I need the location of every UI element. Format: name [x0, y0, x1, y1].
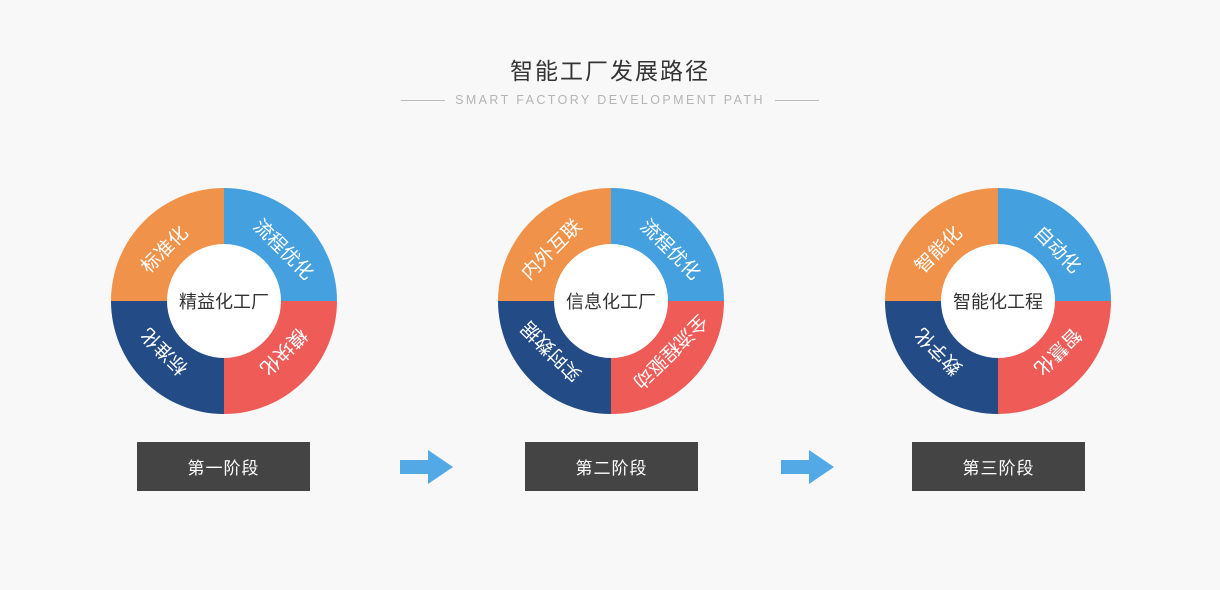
- stage-3-ring-chart: 智能化工程 智能化 自动化 智慧化 数字化: [885, 188, 1111, 414]
- stage-3-center-label: 智能化工程: [953, 292, 1043, 313]
- subtitle-divider-left: [401, 99, 446, 101]
- stage-1-button[interactable]: 第一阶段: [137, 442, 310, 491]
- stage-3-center-circle: [941, 244, 1055, 358]
- subtitle-row: SMART FACTORY DEVELOPMENT PATH: [0, 93, 1220, 107]
- stage-2-ring-chart: 信息化工厂 内外互联 流程优化 全流程驱动 实时数据: [498, 188, 724, 414]
- stage-1-center-label: 精益化工厂: [179, 292, 269, 313]
- stage-1-ring-chart: 精益化工厂 标准化 流程优化 模块化 标准化: [111, 188, 337, 414]
- page-title: 智能工厂发展路径: [510, 59, 710, 85]
- stage-1-center-circle: [167, 244, 281, 358]
- stage-2-button[interactable]: 第二阶段: [525, 442, 698, 491]
- stage-2-ring: 信息化工厂 内外互联 流程优化 全流程驱动 实时数据: [497, 187, 725, 415]
- right-arrow-icon: [781, 448, 835, 486]
- subtitle-divider-right: [774, 99, 819, 101]
- stage-2-center-label: 信息化工厂: [566, 292, 656, 313]
- right-arrow-icon: [400, 448, 454, 486]
- page-subtitle: SMART FACTORY DEVELOPMENT PATH: [455, 93, 765, 107]
- stage-3-button[interactable]: 第三阶段: [912, 442, 1085, 491]
- stage-1-ring: 精益化工厂 标准化 流程优化 模块化 标准化: [110, 187, 338, 415]
- stage-2-center-circle: [554, 244, 668, 358]
- stage-3-ring: 智能化工程 智能化 自动化 智慧化 数字化: [884, 187, 1112, 415]
